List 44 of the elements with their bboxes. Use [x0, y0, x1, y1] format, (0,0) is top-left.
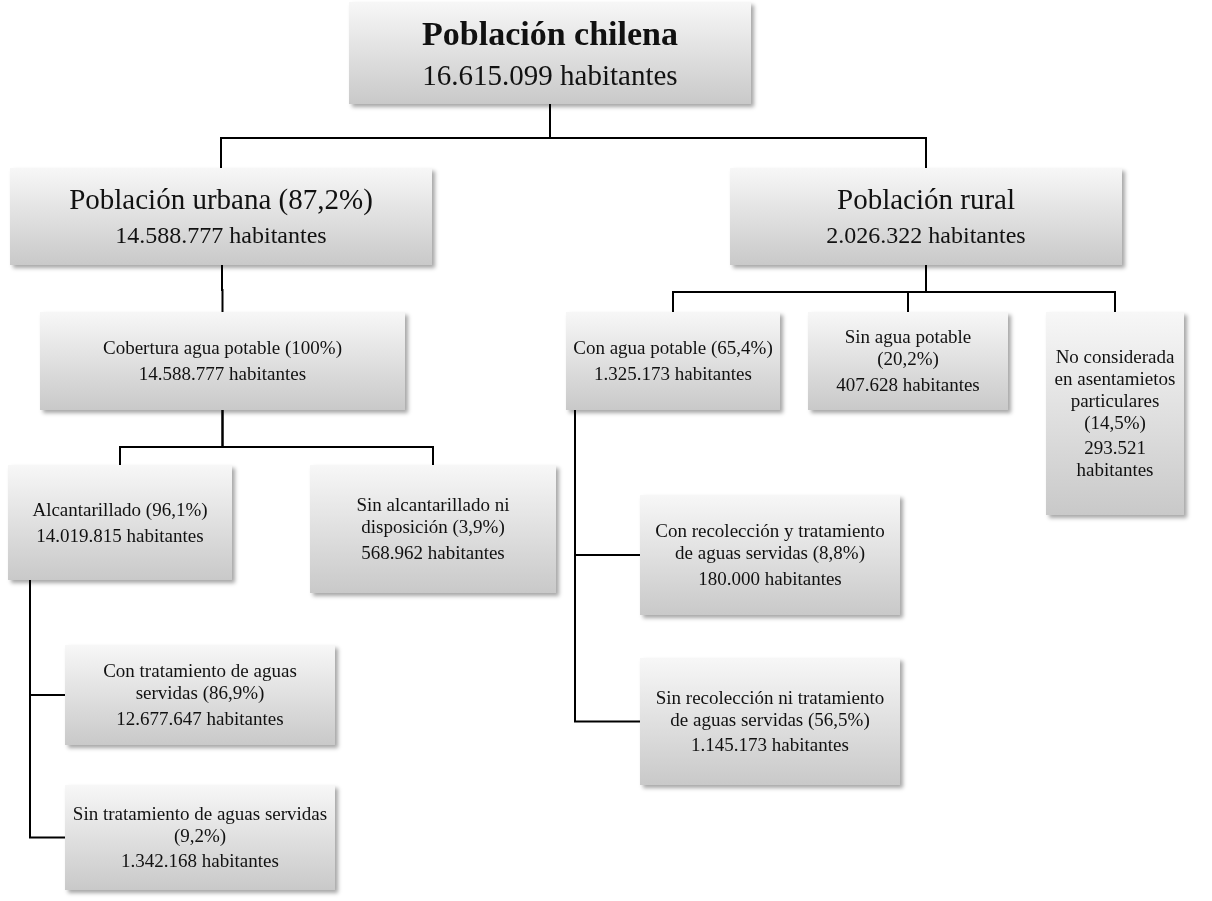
node-title: Alcantarillado (96,1%)	[32, 498, 208, 521]
node-value: 1.342.168 habitantes	[121, 850, 279, 873]
node-title: Población urbana (87,2%)	[69, 183, 373, 217]
node-title: Sin recolección ni tratamiento de aguas servidas (56,5%)	[654, 686, 886, 731]
connector-line	[574, 409, 641, 723]
node-title: Sin tratamiento de aguas servidas (9,2%)	[71, 802, 329, 847]
node-box	[730, 168, 1122, 265]
node-box	[1046, 312, 1184, 515]
node-title: No considerada en asentamietos particulares (14,5%)	[1053, 345, 1177, 434]
node-title: Población chilena	[422, 13, 678, 53]
node-value: 568.962 habitantes	[361, 541, 505, 564]
node-value: 1.145.173 habitantes	[691, 734, 849, 757]
node-box	[310, 465, 556, 593]
node-title: Con tratamiento de aguas servidas (86,9%)	[102, 660, 298, 704]
node-value: 2.026.322 habitantes	[826, 222, 1026, 250]
node-value: 16.615.099 habitantes	[422, 58, 678, 93]
node-value: 14.588.777 habitantes	[138, 363, 307, 385]
node-title: Sin alcantarillado ni disposición (3,9%)	[355, 494, 511, 538]
node-box	[65, 645, 335, 745]
node-box	[349, 2, 751, 104]
node-box	[566, 312, 780, 410]
node-box	[640, 495, 900, 615]
connector-line	[221, 409, 434, 466]
node-value: 14.019.815 habitantes	[36, 524, 204, 547]
node-title: Con recolección y tratamiento de aguas servidas (8,8%)	[654, 520, 886, 564]
node-box	[8, 465, 232, 580]
node-title: Población rural	[837, 183, 1015, 217]
connector-line	[925, 264, 1116, 313]
node-value: 12.677.647 habitantes	[116, 707, 284, 730]
node-box	[640, 658, 900, 785]
node-title: Sin agua potable (20,2%)	[843, 326, 973, 370]
node-box	[65, 785, 335, 890]
node-value: 293.521 habitantes	[1075, 437, 1155, 482]
node-value: 1.325.173 habitantes	[594, 363, 752, 385]
node-value: 14.588.777 habitantes	[115, 222, 327, 250]
node-box	[10, 168, 432, 265]
node-title: Cobertura agua potable (100%)	[103, 337, 342, 359]
node-box	[40, 312, 405, 410]
node-value: 407.628 habitantes	[836, 373, 980, 396]
connector-line	[29, 579, 66, 839]
node-title: Con agua potable (65,4%)	[573, 337, 773, 359]
node-box	[808, 312, 1008, 410]
node-value: 180.000 habitantes	[698, 567, 842, 590]
connector-line	[221, 264, 224, 313]
